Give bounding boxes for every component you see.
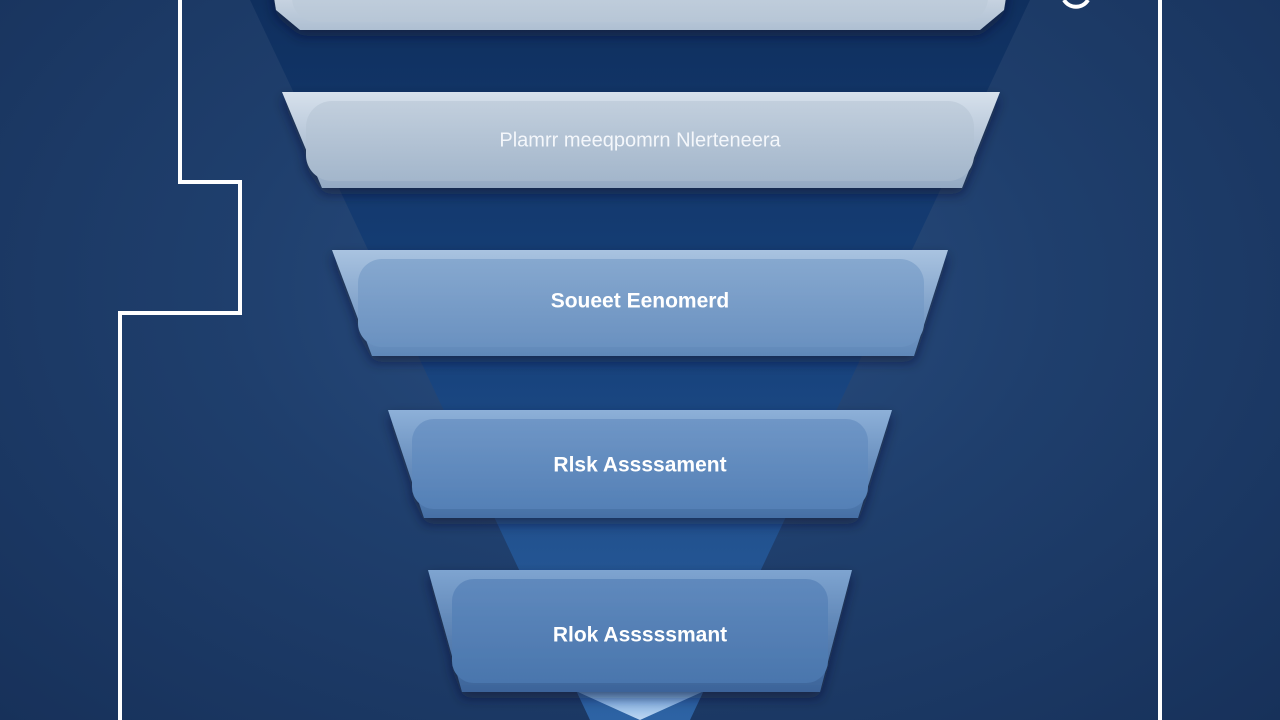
funnel-tier-2: Soueet Eenomerd	[332, 250, 948, 356]
tier-4-panel	[452, 579, 828, 683]
tier-4-label: Rlok Asssssmant	[553, 624, 727, 647]
tier-2-panel	[358, 259, 924, 347]
tier-1-panel	[306, 101, 974, 181]
tier-2-label: Soueet Eenomerd	[551, 290, 730, 313]
left-bracket-line	[118, 0, 242, 720]
funnel-tip	[578, 692, 702, 720]
tier-3-panel	[412, 419, 868, 509]
tier-3-label: Rlsk Assssament	[553, 454, 726, 477]
funnel-tier-0	[274, 0, 1006, 30]
ring-fragment-icon	[1062, 0, 1090, 9]
tier-0-panel	[292, 0, 988, 22]
funnel-tier-4: Rlok Asssssmant	[428, 570, 852, 692]
funnel-tier-1: Plamrr meeqpomrn Nlerteneera	[282, 92, 1000, 188]
tier-1-label: Plamrr meeqpomrn Nlerteneera	[499, 129, 781, 151]
funnel-tier-3: Rlsk Assssament	[388, 410, 892, 518]
